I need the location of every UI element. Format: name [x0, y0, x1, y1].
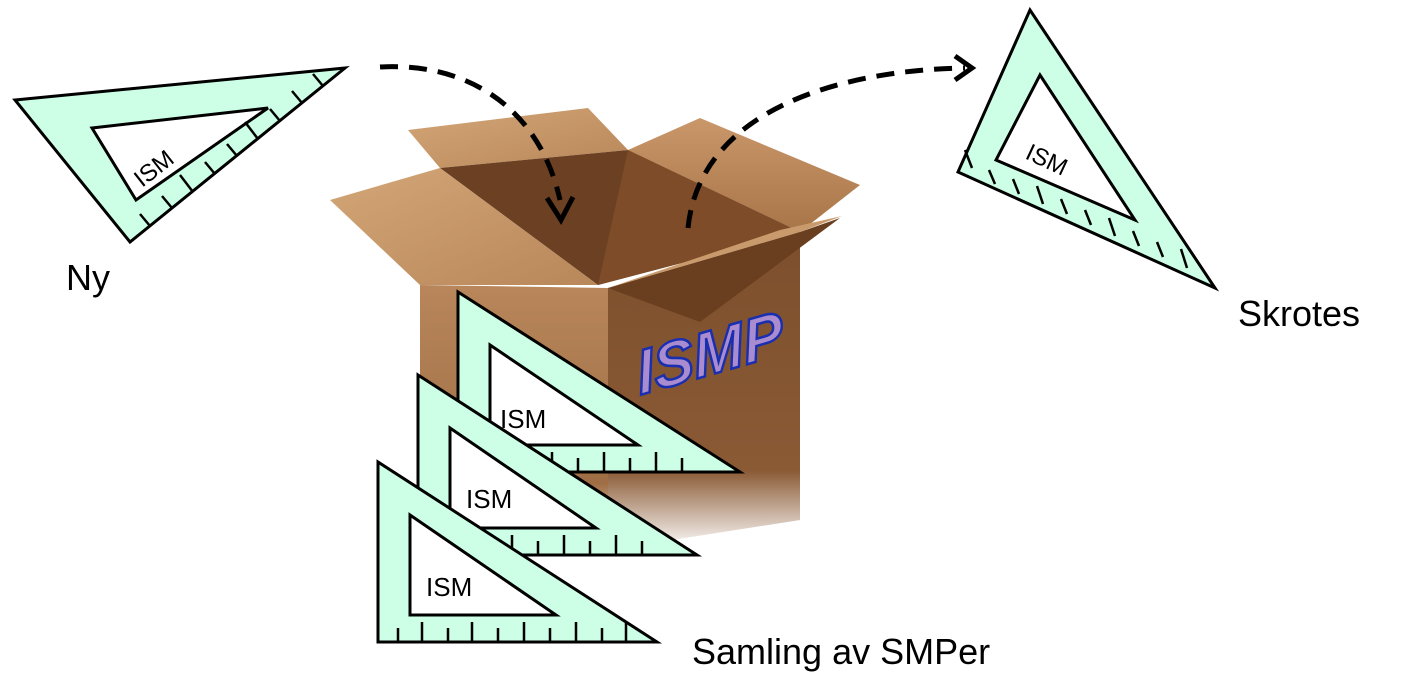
set-square-ticks [396, 622, 628, 642]
set-square-cutout [408, 512, 561, 617]
set-square-ticks [963, 149, 1189, 269]
box-back-flap [408, 108, 628, 168]
box-interior-shade [598, 150, 800, 285]
set-square-label: ISM [426, 572, 472, 602]
box-right-flap-top [608, 216, 842, 288]
set-square-label: ISM [466, 484, 512, 514]
set-square-cutout [448, 425, 601, 530]
arrow-new-to-box [379, 64, 576, 225]
label-new: Ny [66, 257, 110, 298]
label-collection: Samling av SMPer [692, 631, 990, 672]
collection-set-square-front: ISM [376, 459, 663, 644]
box-right-back-flap [628, 118, 860, 232]
set-square-ticks [139, 73, 324, 227]
box-left-flap [330, 168, 598, 285]
arrow-box-to-discard [685, 53, 977, 229]
set-square-label: ISM [500, 404, 546, 434]
set-square-cutout [488, 342, 643, 447]
collection-set-square-middle: ISM [416, 372, 703, 557]
set-square-cutout [993, 72, 1139, 224]
box-right-flap [608, 218, 840, 322]
collection-set-square-back: ISM [456, 289, 746, 474]
label-discard: Skrotes [1238, 293, 1360, 334]
new-set-square: ISM [12, 66, 350, 245]
set-square-cutout [89, 106, 269, 203]
discarded-set-square: ISM [956, 6, 1220, 292]
